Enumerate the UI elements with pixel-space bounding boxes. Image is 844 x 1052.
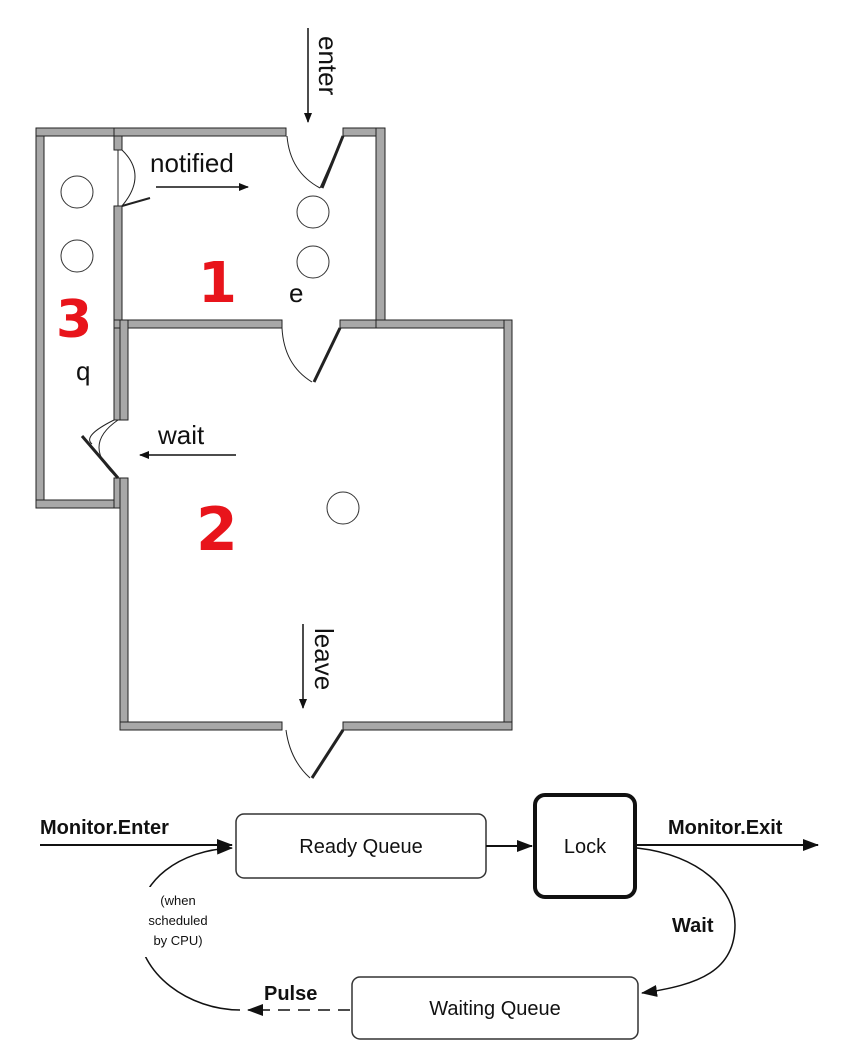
monitor-exit-label: Monitor.Exit bbox=[668, 817, 783, 839]
floor-plan: enter notified wait leave e q 1 2 3 bbox=[35, 28, 513, 779]
door-notified bbox=[117, 149, 151, 207]
enter-label: enter bbox=[313, 36, 343, 96]
threads bbox=[60, 175, 360, 525]
scheduled-note-line3: by CPU) bbox=[153, 933, 202, 948]
door-room1-to-room2 bbox=[281, 327, 342, 383]
ready-queue-label: Ready Queue bbox=[299, 836, 422, 858]
thread-circle bbox=[60, 239, 94, 273]
thread-circle bbox=[296, 245, 330, 279]
wait-label: wait bbox=[157, 420, 205, 450]
lock-label: Lock bbox=[564, 836, 607, 858]
waiting-queue-label: Waiting Queue bbox=[429, 998, 561, 1020]
leave-label: leave bbox=[309, 628, 339, 690]
door-wait bbox=[80, 419, 120, 479]
monitor-enter-label: Monitor.Enter bbox=[40, 817, 169, 839]
notified-label: notified bbox=[150, 148, 234, 178]
e-label: e bbox=[289, 278, 303, 308]
door-leave bbox=[285, 729, 345, 779]
waiting-queue-box bbox=[351, 976, 639, 1040]
room-number-3: 3 bbox=[56, 290, 92, 350]
scheduled-note-line2: scheduled bbox=[148, 913, 207, 928]
scheduled-note-line1: (when bbox=[160, 893, 195, 908]
thread-circle bbox=[60, 175, 94, 209]
door-enter bbox=[286, 135, 345, 189]
wait-label-flow: Wait bbox=[672, 915, 714, 937]
wait-curve bbox=[636, 847, 736, 997]
thread-circle bbox=[326, 491, 360, 525]
flowchart: Monitor.Enter Ready Queue Lock Monitor.E… bbox=[40, 793, 819, 1040]
lock-box bbox=[533, 793, 637, 899]
room-number-1: 1 bbox=[198, 251, 237, 316]
thread-circle bbox=[296, 195, 330, 229]
q-label: q bbox=[76, 356, 90, 386]
room-1-walls bbox=[113, 127, 386, 329]
room-3-walls bbox=[35, 127, 123, 509]
room-number-2: 2 bbox=[196, 495, 238, 565]
room-2-walls bbox=[119, 319, 513, 731]
pulse-label: Pulse bbox=[264, 983, 317, 1005]
